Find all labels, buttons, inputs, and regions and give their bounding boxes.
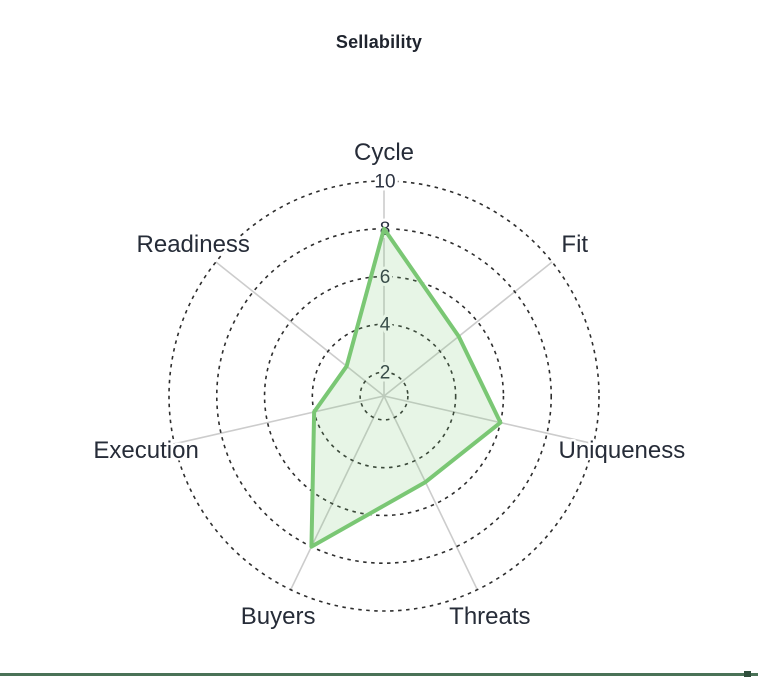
axis-spoke-buyers [289,395,385,591]
axis-label-fit: Fit [561,231,588,258]
radial-tick-label-6: 6 [380,267,391,288]
bottom-divider-end-nub [744,671,751,677]
axis-spoke-readiness [215,261,385,397]
axis-label-readiness: Readiness [137,231,250,258]
axis-spoke-execution [174,395,385,445]
grid-ring-4 [311,323,457,469]
axis-spoke-fit [383,261,553,397]
axis-spoke-threats [383,395,479,591]
radial-tick-label-2: 2 [380,362,391,383]
grid-ring-2 [359,371,409,421]
bottom-divider [0,673,758,676]
grid-ring-6 [263,275,505,517]
axis-spoke-uniqueness [383,395,594,445]
grid-ring-8 [215,227,553,565]
axis-label-execution: Execution [93,437,198,464]
axis-label-threats: Threats [449,603,530,630]
grid-ring-10 [168,180,600,612]
series-polygon-sellability [309,226,503,549]
radial-tick-label-10: 10 [374,171,395,192]
axis-label-uniqueness: Uniqueness [559,437,686,464]
radial-tick-label-4: 4 [380,315,391,336]
axis-label-cycle: Cycle [354,139,414,166]
axis-label-buyers: Buyers [241,603,316,630]
chart-title: Sellability [335,32,423,52]
